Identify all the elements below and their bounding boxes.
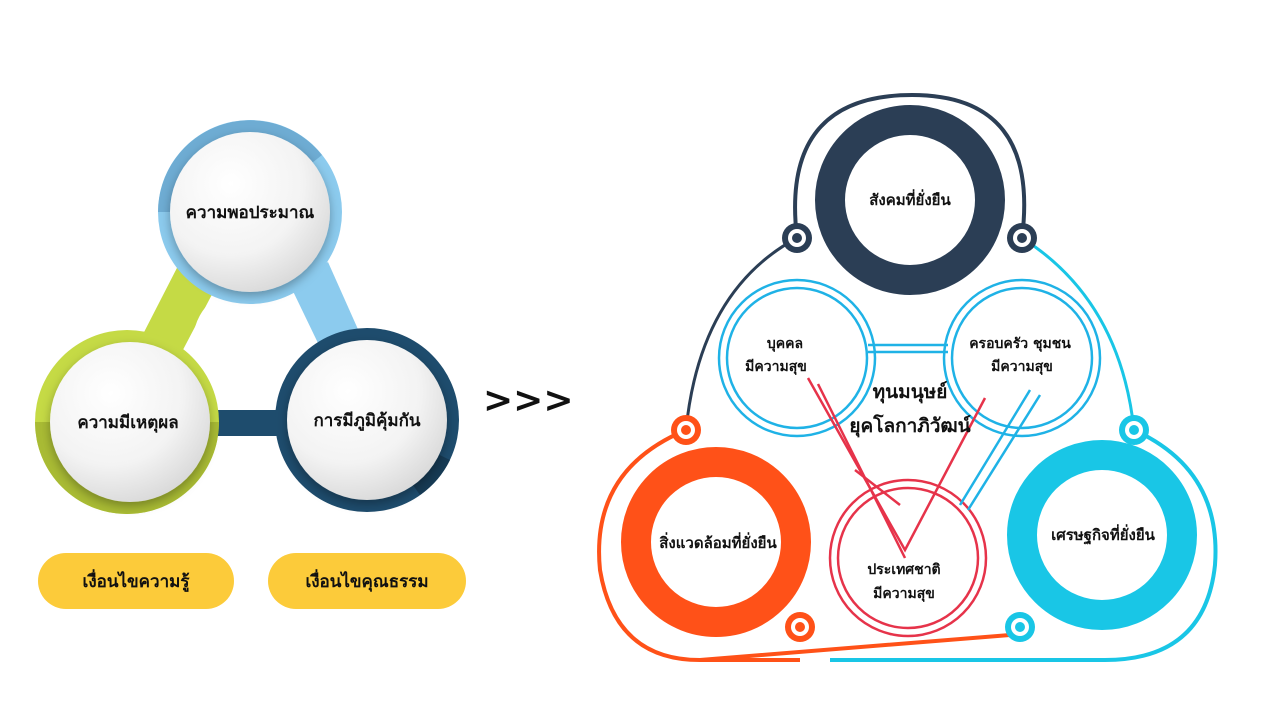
inner-links-blue (868, 343, 1042, 511)
face-reasonableness (50, 342, 210, 502)
arrow-chevrons: >>> (483, 380, 574, 421)
right-diagram: สังคมที่ยั่งยืน สิ่งแวดล้อมที่ยั่งยืน เศ… (597, 92, 1218, 663)
label-person-line2: มีความสุข (745, 359, 807, 375)
label-person-line1: บุคคล (767, 336, 803, 352)
node-bottom-left (785, 612, 815, 642)
node-bottom-right (1005, 612, 1035, 642)
ring-economy (1007, 440, 1197, 630)
pill-knowledge-condition: เงื่อนไขความรู้ (38, 553, 234, 609)
face-immunity (287, 340, 447, 500)
inner-ring-nation (828, 478, 988, 638)
node-right (1119, 415, 1149, 445)
arc-top (793, 92, 1027, 239)
node-top-left (782, 223, 812, 253)
center-hole (193, 287, 303, 397)
label-immunity: การมีภูมิคุ้มกัน (313, 410, 420, 432)
left-diagram: ความพอประมาณ ความมีเหตุผล การมีภูมิคุ้มก… (35, 120, 459, 514)
arc-right-outer (830, 428, 1218, 662)
label-reasonableness: ความมีเหตุผล (77, 412, 178, 433)
node-left (671, 415, 701, 445)
circle-reasonableness: ความมีเหตุผล (35, 330, 219, 514)
face-moderation (170, 132, 330, 292)
arc-upper-right (1021, 236, 1136, 431)
ring-environment (621, 447, 811, 637)
label-nation-line2: มีความสุข (873, 586, 935, 602)
label-society: สังคมที่ยั่งยืน (869, 189, 951, 209)
center-title-line2: ยุคโลกาภิวัฒน์ (849, 414, 970, 438)
inner-links-red (806, 377, 987, 559)
label-moderation: ความพอประมาณ (186, 203, 315, 223)
circle-moderation: ความพอประมาณ (158, 120, 342, 304)
inner-ring-family (942, 278, 1102, 438)
circle-immunity: การมีภูมิคุ้มกัน (275, 328, 459, 512)
label-environment: สิ่งแวดล้อมที่ยั่งยืน (659, 532, 777, 552)
center-title-line1: ทุนมนุษย์ (873, 381, 948, 404)
pill-knowledge-label: เงื่อนไขความรู้ (82, 571, 190, 592)
pill-virtue-label: เงื่อนไขคุณธรรม (305, 571, 429, 592)
label-economy: เศรษฐกิจที่ยั่งยืน (1051, 524, 1156, 545)
arc-upper-left (684, 236, 798, 431)
node-top-right (1007, 223, 1037, 253)
inner-ring-person (717, 278, 877, 438)
label-family-line1: ครอบครัว ชุมชน (969, 336, 1071, 352)
ring-society (815, 105, 1005, 295)
label-family-line2: มีความสุข (991, 359, 1053, 375)
arc-left-outer (597, 428, 1011, 663)
pill-virtue-condition: เงื่อนไขคุณธรรม (268, 553, 466, 609)
label-nation-line1: ประเทศชาติ (867, 562, 940, 578)
